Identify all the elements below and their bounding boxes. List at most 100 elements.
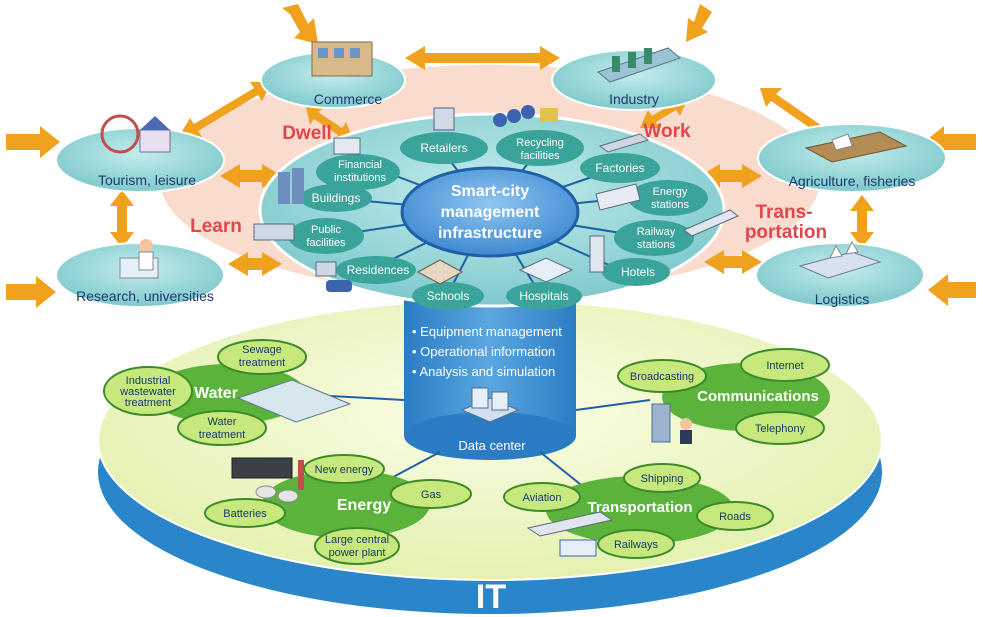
industry-label: Industry bbox=[609, 91, 659, 107]
center-title-line3: infrastructure bbox=[438, 225, 542, 242]
financial-line1: Financial bbox=[338, 159, 382, 171]
buildings-label: Buildings bbox=[312, 191, 361, 205]
railways-label: Railways bbox=[614, 539, 659, 551]
transport-label-line1: Trans- bbox=[755, 202, 812, 223]
outer-arrows bbox=[6, 4, 976, 308]
dc-bullet-2: • Operational information bbox=[412, 344, 555, 359]
large-line2: power plant bbox=[329, 547, 386, 559]
car-icon bbox=[326, 280, 352, 292]
public-line1: Public bbox=[311, 224, 341, 236]
roads-label: Roads bbox=[719, 511, 751, 523]
bus-icon bbox=[559, 539, 597, 557]
sewage-line1: Sewage bbox=[242, 344, 282, 356]
gas-node[interactable]: Gas bbox=[390, 479, 472, 509]
logistics-label: Logistics bbox=[815, 291, 869, 307]
railways-node[interactable]: Railways bbox=[597, 529, 675, 559]
telephony-label: Telephony bbox=[755, 423, 806, 435]
facility-hospitals[interactable]: Hospitals bbox=[506, 282, 582, 310]
industrial-line2: wastewater bbox=[119, 386, 176, 398]
outer-node-commerce[interactable]: Commerce bbox=[260, 41, 406, 109]
hotels-label: Hotels bbox=[621, 265, 655, 279]
communications-title: Communications bbox=[697, 388, 819, 405]
energy-station-icon bbox=[595, 183, 641, 211]
transportation-title: Transportation bbox=[587, 499, 692, 516]
work-label: Work bbox=[643, 121, 691, 142]
facility-residences[interactable]: Residences bbox=[336, 256, 416, 284]
commerce-label: Commerce bbox=[314, 91, 383, 107]
sewage-line2: treatment bbox=[239, 357, 285, 369]
water-treatment-line2: treatment bbox=[199, 429, 245, 441]
industrial-line1: Industrial bbox=[126, 375, 171, 387]
roads-node[interactable]: Roads bbox=[696, 501, 774, 531]
sewage-treatment-node[interactable]: Sewage treatment bbox=[217, 339, 307, 375]
industrial-wastewater-node[interactable]: Industrial wastewater treatment bbox=[103, 366, 193, 416]
it-label: IT bbox=[476, 578, 506, 616]
factory-icon bbox=[598, 133, 650, 153]
energy-title: Energy bbox=[337, 497, 391, 514]
facility-railway-stations[interactable]: Railway stations bbox=[614, 220, 694, 256]
facility-financial[interactable]: Financial institutions bbox=[316, 154, 400, 190]
agriculture-label: Agriculture, fisheries bbox=[789, 173, 916, 189]
facility-hotels[interactable]: Hotels bbox=[602, 258, 670, 286]
financial-line2: institutions bbox=[334, 172, 386, 184]
center-node[interactable]: Smart-city management infrastructure bbox=[400, 166, 580, 258]
hotel-icon bbox=[589, 235, 605, 273]
broadcasting-node[interactable]: Broadcasting bbox=[617, 359, 707, 393]
telephony-node[interactable]: Telephony bbox=[735, 411, 825, 445]
aviation-node[interactable]: Aviation bbox=[503, 482, 581, 512]
power-tower-icon bbox=[298, 460, 304, 490]
large-power-plant-node[interactable]: Large central power plant bbox=[314, 527, 400, 565]
facility-retailers[interactable]: Retailers bbox=[400, 132, 488, 164]
recycling-tanks-icon bbox=[493, 105, 558, 127]
railway-stations-line1: Railway bbox=[637, 226, 676, 238]
energy-stations-line1: Energy bbox=[653, 186, 688, 198]
outer-node-research[interactable]: Research, universities bbox=[55, 239, 225, 308]
dc-bullet-3: • Analysis and simulation bbox=[412, 364, 555, 379]
new-energy-label: New energy bbox=[315, 464, 374, 476]
water-treatment-node[interactable]: Water treatment bbox=[177, 410, 267, 446]
tourism-label: Tourism, leisure bbox=[98, 172, 196, 188]
train-icon bbox=[683, 209, 739, 237]
center-title-line2: management bbox=[441, 204, 540, 221]
new-energy-node[interactable]: New energy bbox=[303, 454, 385, 484]
control-panel-icon bbox=[231, 457, 293, 479]
water-cluster: Water Sewage treatment Industrial wastew… bbox=[103, 339, 352, 446]
bank-icon bbox=[333, 137, 361, 155]
data-center-building-icon bbox=[460, 387, 520, 423]
data-center-label: Data center bbox=[458, 438, 526, 453]
schools-label: Schools bbox=[427, 289, 470, 303]
facility-buildings[interactable]: Buildings bbox=[300, 184, 372, 212]
facility-factories[interactable]: Factories bbox=[580, 153, 660, 183]
residence-icon bbox=[315, 261, 337, 277]
transit-icons bbox=[526, 511, 614, 557]
dwell-label: Dwell bbox=[282, 123, 332, 144]
buildings-icon bbox=[278, 168, 304, 204]
shipping-node[interactable]: Shipping bbox=[623, 463, 701, 493]
batteries-label: Batteries bbox=[223, 508, 267, 520]
retail-building-icon bbox=[433, 107, 455, 131]
facility-energy-stations[interactable]: Energy stations bbox=[628, 180, 708, 216]
internet-node[interactable]: Internet bbox=[740, 348, 830, 382]
internet-label: Internet bbox=[766, 360, 803, 372]
hospitals-label: Hospitals bbox=[519, 289, 568, 303]
outer-node-logistics[interactable]: Logistics bbox=[755, 240, 925, 308]
outer-node-tourism[interactable]: Tourism, leisure bbox=[55, 114, 225, 193]
water-treatment-line1: Water bbox=[208, 416, 237, 428]
public-line2: facilities bbox=[306, 237, 346, 249]
outer-node-agriculture[interactable]: Agriculture, fisheries bbox=[757, 123, 947, 193]
batteries-node[interactable]: Batteries bbox=[204, 498, 286, 528]
school-icon bbox=[416, 259, 464, 285]
energy-cluster: Energy New energy Gas Batteries Large ce… bbox=[204, 454, 472, 565]
facility-public[interactable]: Public facilities bbox=[288, 218, 364, 254]
retailers-label: Retailers bbox=[420, 141, 467, 155]
residences-label: Residences bbox=[347, 263, 410, 277]
facility-schools[interactable]: Schools bbox=[412, 282, 484, 310]
communications-cluster: Communications Broadcasting Internet Tel… bbox=[617, 348, 830, 445]
person-body-icon bbox=[680, 430, 692, 444]
outer-node-industry[interactable]: Industry bbox=[551, 47, 717, 111]
facility-recycling[interactable]: Recycling facilities bbox=[496, 130, 584, 166]
recycling-line1: Recycling bbox=[516, 137, 564, 149]
aviation-label: Aviation bbox=[523, 492, 562, 504]
